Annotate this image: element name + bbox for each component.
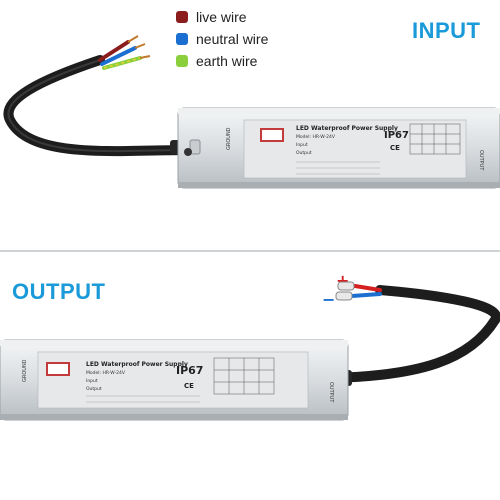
output-label-input: Input	[86, 378, 98, 384]
input-power-supply-housing: GROUND OUTPUT LED Waterproof Power Suppl…	[177, 107, 500, 189]
output-label-heading: LED Waterproof Power Supply	[86, 361, 188, 368]
output-power-supply-housing: GROUND OUTPUT LED Waterproof Power Suppl…	[0, 339, 349, 421]
input-label-heading: LED Waterproof Power Supply	[296, 125, 398, 132]
input-label-output: Output	[296, 150, 312, 156]
input-label-rating: IP67	[384, 130, 409, 141]
input-wire-ends	[98, 35, 151, 70]
svg-text:OUTPUT: OUTPUT	[328, 382, 334, 403]
negative-symbol: −	[322, 290, 336, 309]
output-label-model: Model: HR-W-24V	[86, 370, 126, 376]
svg-text:GROUND: GROUND	[22, 359, 28, 382]
legend-label-neutral: neutral wire	[196, 31, 269, 47]
legend-item-live: live wire	[176, 9, 268, 25]
output-label-output: Output	[86, 386, 102, 392]
input-label-input: Input	[296, 142, 308, 148]
svg-text:GROUND: GROUND	[226, 127, 232, 150]
output-cable	[325, 285, 500, 383]
legend-item-neutral: neutral wire	[176, 31, 268, 47]
svg-text:OUTPUT: OUTPUT	[478, 150, 484, 171]
input-label-model: Model: HR-W-24V	[296, 134, 336, 140]
earth-wire-swatch	[176, 55, 188, 67]
input-cable	[3, 55, 195, 157]
neutral-wire-swatch	[176, 33, 188, 45]
input-device-illustration: GROUND OUTPUT LED Waterproof Power Suppl…	[3, 35, 500, 189]
wire-legend: live wire neutral wire earth wire	[176, 9, 268, 69]
output-label-ce: CE	[184, 382, 194, 390]
live-wire-swatch	[176, 11, 188, 23]
input-label-ce: CE	[390, 144, 400, 152]
legend-label-live: live wire	[196, 9, 247, 25]
legend-item-earth: earth wire	[176, 53, 268, 69]
legend-label-earth: earth wire	[196, 53, 258, 69]
input-title: INPUT	[412, 18, 481, 43]
output-device-illustration: GROUND OUTPUT LED Waterproof Power Suppl…	[0, 281, 500, 421]
output-label-rating: IP67	[176, 364, 203, 377]
panel-divider	[0, 250, 500, 252]
output-title: OUTPUT	[12, 279, 106, 304]
